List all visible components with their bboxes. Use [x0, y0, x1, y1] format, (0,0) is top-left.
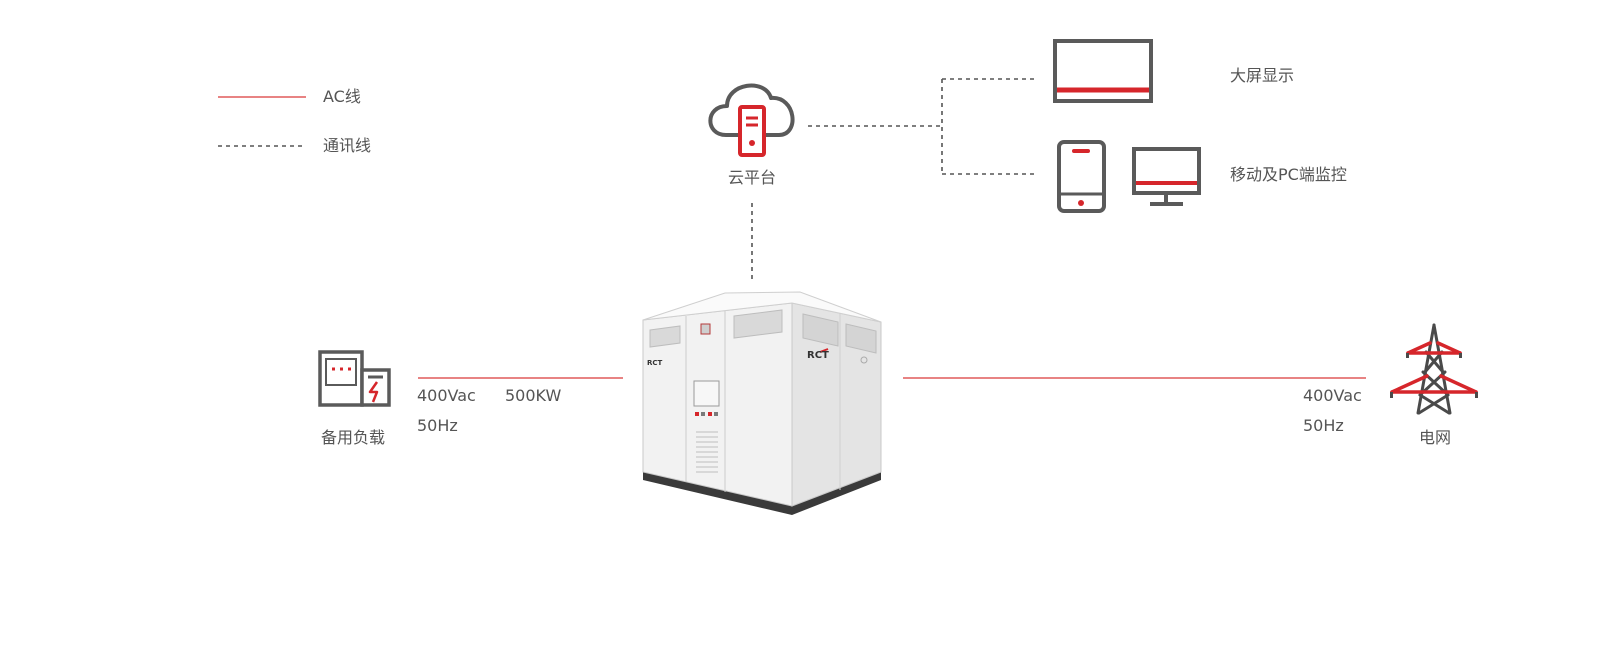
right-frequency-label: 50Hz [1303, 416, 1344, 435]
large-screen-label: 大屏显示 [1230, 66, 1295, 85]
grid-label: 电网 [1419, 428, 1452, 447]
comm-lines [751, 78, 1038, 280]
smartphone-icon [1057, 140, 1106, 213]
right-voltage-label: 400Vac [1303, 386, 1362, 405]
desktop-icon [1132, 147, 1201, 206]
backup-load-label: 备用负载 [321, 428, 386, 447]
left-power-label: 500KW [505, 386, 562, 405]
cabinet-brand-front: RCT [647, 359, 663, 367]
energy-storage-cabinet [642, 291, 882, 515]
left-voltage-label: 400Vac [417, 386, 476, 405]
load-cabinet-icon [318, 350, 391, 407]
monitor-icon [1053, 39, 1153, 103]
cabinet-brand-side: RCT [807, 350, 829, 361]
power-tower-icon [1390, 323, 1478, 415]
legend-comm-label: 通讯线 [323, 136, 372, 155]
left-frequency-label: 50Hz [417, 416, 458, 435]
mobile-pc-label: 移动及PC端监控 [1230, 165, 1347, 184]
cloud-platform-label: 云平台 [728, 168, 777, 187]
cloud-server-icon [708, 83, 795, 157]
legend-ac-label: AC线 [323, 87, 361, 106]
